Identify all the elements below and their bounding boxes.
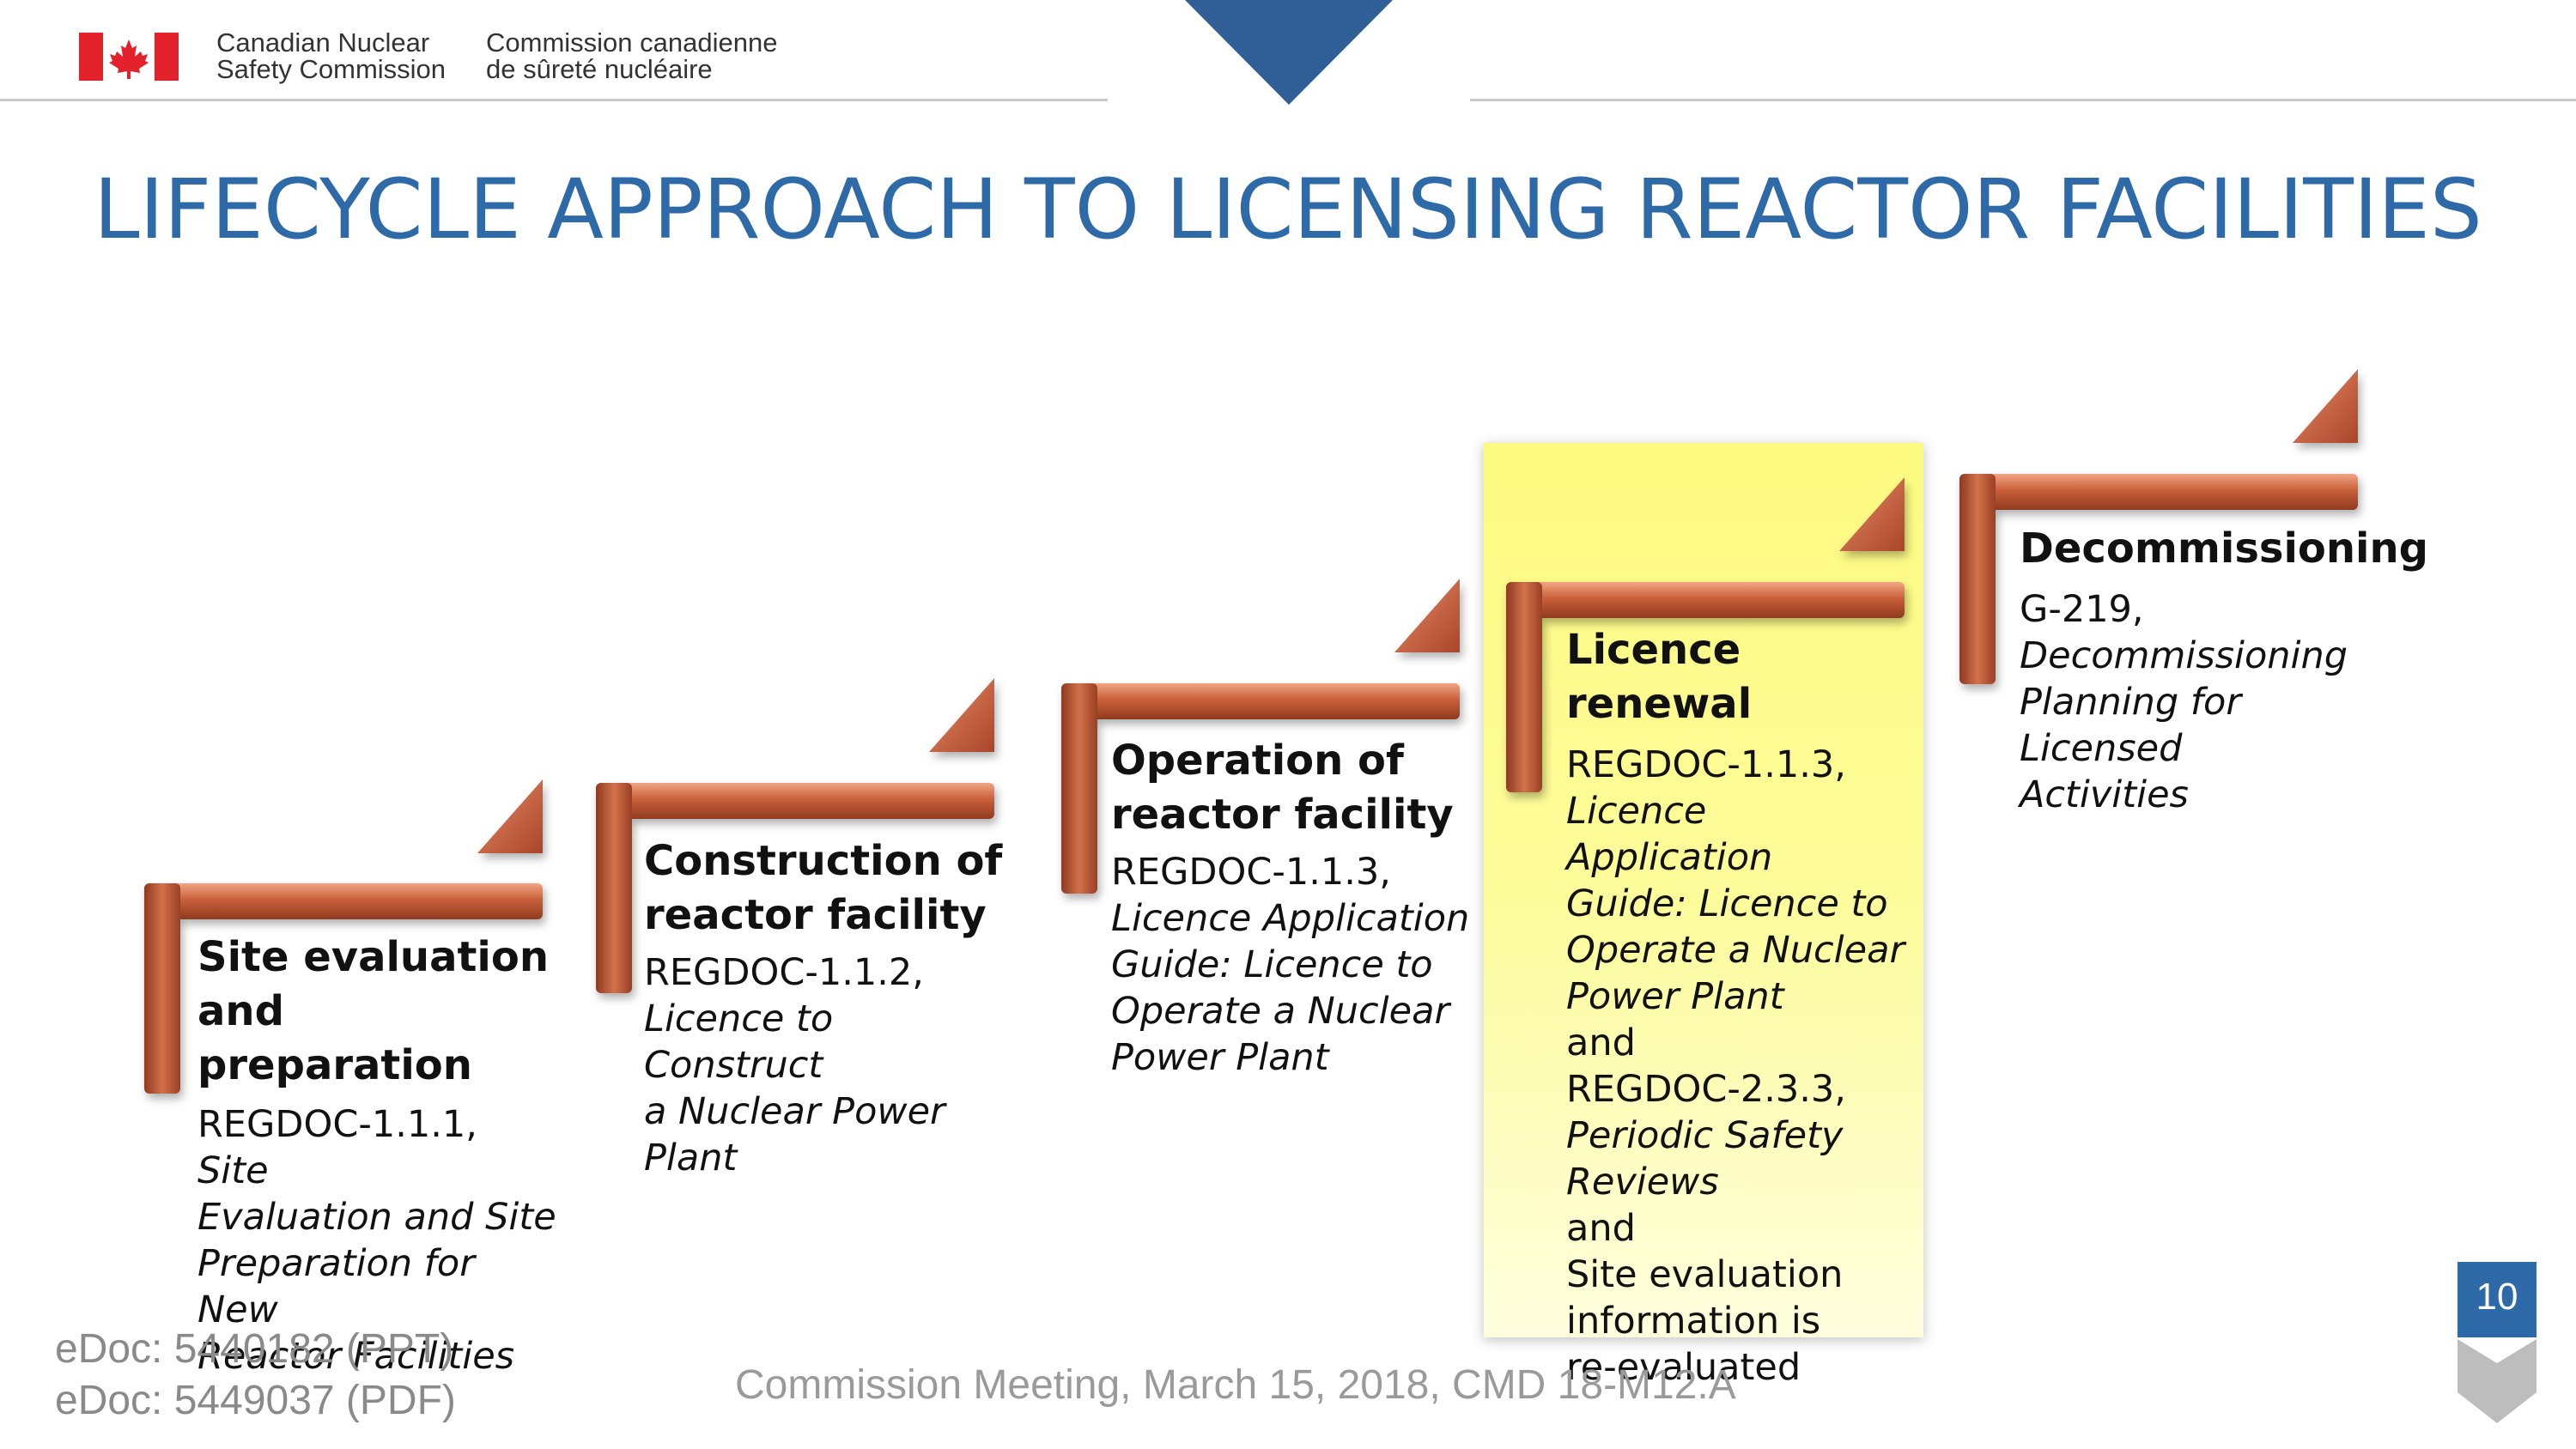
header-divider-right [1470,99,2576,101]
step-ref-line: REGDOC-1.1.1, Site [197,1101,558,1194]
page-number-badge [2458,1262,2537,1337]
meeting-footer: Commission Meeting, March 15, 2018, CMD … [735,1362,1736,1408]
step-ref-line: Evaluation and Site [197,1194,558,1240]
step-construction: Construction of reactor facility REGDOC-… [644,834,1022,1181]
step-ref-line: Operate a Nuclear [1111,990,1450,1033]
header-divider-left [0,99,1108,101]
step-decommissioning: Decommissioning G-219, Decommissioning P… [2020,522,2429,818]
step-reference: REGDOC-1.1.3, Licence Application Guide:… [1566,742,1918,1391]
chevron-down-icon [2458,1339,2537,1423]
doc-title: Evaluation and Site [197,1196,556,1239]
agency-en-line2: Safety Commission [216,54,447,84]
step-site-evaluation: Site evaluation and preparation REGDOC-1… [197,931,558,1379]
step-reference: REGDOC-1.1.1, Site Evaluation and Site P… [197,1101,558,1379]
doc-title: Site [197,1149,269,1192]
step-ref-line: Licence Application [1111,897,1470,940]
step-ref-line: Reviews [1566,1161,1719,1203]
agency-name-french: Commission canadienne de sûreté nucléair… [486,29,847,82]
step-ref-line: Preparation for New [197,1240,558,1333]
step-ref-line: Licence to Construct [644,997,834,1087]
step-operation: Operation of reactor facility REGDOC-1.1… [1111,734,1472,1081]
step-ref-line: Power Plant [1566,975,1784,1018]
doc-title: Reactor Facilities [197,1335,515,1378]
step-title-line: Licence renewal [1566,626,1753,728]
page-number: 10 [2476,1276,2518,1318]
step-ref-line: Planning for Licensed [2020,681,2242,770]
step-title: Operation of reactor facility [1111,734,1472,842]
step-title: Site evaluation and preparation [197,931,558,1093]
step-reference: REGDOC-1.1.3, Licence Application Guide:… [1111,849,1472,1081]
agency-name-english: Canadian Nuclear Safety Commission [216,29,474,82]
step-licence-renewal: Licence renewal REGDOC-1.1.3, Licence Ap… [1566,623,1918,1391]
header-triangle-icon [1185,0,1393,105]
step-title-line: Site evaluation [197,933,550,981]
agency-en-line1: Canadian Nuclear [216,27,430,58]
ref-text: G-219, [2020,588,2144,631]
step-ref-line: Activities [2020,773,2189,816]
step-ref-line: Periodic Safety [1566,1114,1844,1157]
step-ref-line: and [1566,1207,1636,1250]
step-shape-site-evaluation [144,779,543,1094]
step-title: Licence renewal [1566,623,1918,731]
step-ref-line: Reactor Facilities [197,1333,558,1379]
step-ref-line: Licence Application [1566,790,1773,879]
step-title-line: and preparation [197,987,472,1089]
step-title-line: Decommissioning [2020,524,2429,573]
step-ref-line: information is [1566,1300,1821,1343]
step-title: Construction of reactor facility [644,834,1022,943]
page-title: LIFECYCLE APPROACH TO LICENSING REACTOR … [94,161,2482,258]
step-ref-line: REGDOC-1.1.3, [1566,743,1846,786]
canada-flag-icon [79,33,179,81]
step-ref-line: REGDOC-1.1.2, [644,951,924,994]
agency-fr-line1: Commission canadienne [486,27,778,58]
step-title-line: reactor facility [1111,791,1454,839]
doc-title: Decommissioning [2020,634,2348,677]
step-ref-line: Plant [644,1137,738,1179]
step-ref-line: REGDOC-1.1.3, [1111,851,1391,894]
step-reference: G-219, Decommissioning Planning for Lice… [2020,586,2397,818]
step-ref-line: and [1566,1022,1636,1064]
step-reference: REGDOC-1.1.2, Licence to Construct a Nuc… [644,949,1022,1181]
edoc-pdf-reference: eDoc: 5449037 (PDF) [55,1378,456,1423]
step-ref-line: Guide: Licence to [1566,882,1888,925]
step-title-line: reactor facility [644,891,987,939]
step-ref-line: G-219, Decommissioning [2020,586,2397,679]
ref-text: REGDOC-1.1.1, [197,1103,477,1146]
step-ref-line: Guide: Licence to [1111,943,1433,986]
step-title: Decommissioning [2020,522,2429,576]
step-ref-line: Power Plant [1111,1036,1329,1079]
step-ref-line: REGDOC-2.3.3, [1566,1068,1846,1111]
step-shape-licence-renewal [1506,477,1905,792]
step-ref-line: Site evaluation [1566,1253,1844,1296]
step-ref-line: a Nuclear Power [644,1090,945,1133]
step-title-line: Construction of [644,837,1003,885]
doc-title: Preparation for New [197,1242,475,1331]
step-shape-decommissioning [1959,369,2358,684]
agency-fr-line2: de sûreté nucléaire [486,54,713,84]
step-ref-line: re-evaluated [1566,1346,1801,1389]
step-shape-operation [1061,579,1460,894]
step-shape-construction [596,678,994,993]
step-ref-line: Operate a Nuclear [1566,929,1905,972]
step-title-line: Operation of [1111,737,1404,785]
edoc-ppt-reference: eDoc: 5440182 (PPT) [55,1326,454,1372]
